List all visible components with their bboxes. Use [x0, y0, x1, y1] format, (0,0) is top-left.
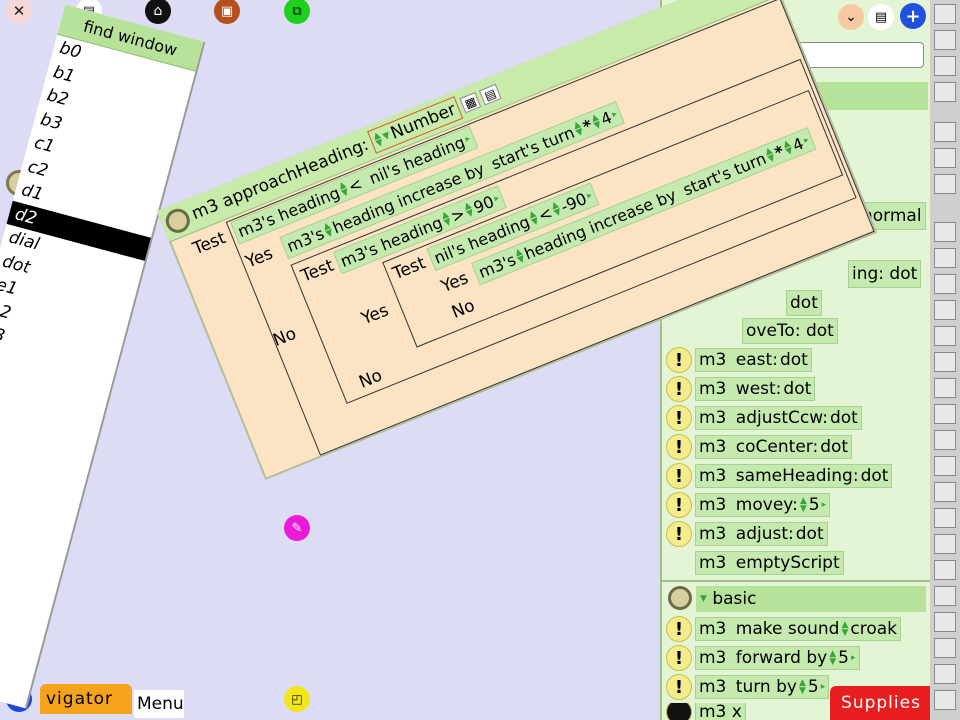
find-window[interactable]: find window b0 b1 b2 b3 c1 c2 d1 d2 dial… — [0, 4, 206, 709]
exclamation-icon[interactable]: ! — [666, 405, 692, 431]
command-row[interactable]: !m3 adjustCcw:dot — [662, 405, 862, 431]
script-edit-icon[interactable]: ▦ — [459, 91, 482, 113]
viewer-menu-icon[interactable]: ▤ — [868, 4, 894, 30]
command-row[interactable]: !m3 movey:▲▼5▸ — [662, 492, 831, 518]
command-row[interactable]: !m3 west:dot — [662, 376, 816, 402]
script-grab-icon[interactable] — [162, 204, 194, 236]
home-icon[interactable]: ⌂ — [145, 0, 171, 24]
exclamation-icon[interactable]: ! — [666, 376, 692, 402]
chevron-down-icon[interactable]: ⌄ — [838, 4, 864, 30]
resize-icon[interactable]: ◰ — [284, 686, 310, 712]
collapse-icon[interactable]: ▣ — [214, 0, 240, 24]
supplies-flap[interactable]: Supplies — [830, 686, 932, 720]
exclamation-icon[interactable] — [666, 703, 692, 720]
script-menu-icon[interactable]: ▤ — [479, 83, 502, 105]
command-row-partial[interactable]: m3 x — [662, 703, 746, 720]
viewer-divider — [662, 580, 930, 582]
command-row[interactable]: !m3 make sound▲▼croak — [662, 616, 902, 642]
obscured-tile[interactable]: dot — [786, 290, 822, 316]
exclamation-icon[interactable]: ! — [666, 645, 692, 671]
exclamation-icon[interactable]: ! — [666, 347, 692, 373]
duplicate-icon[interactable]: ⧉ — [284, 0, 310, 24]
chevron-down-icon: ▼ — [700, 594, 707, 604]
command-row[interactable]: !m3 sameHeading:dot — [662, 463, 893, 489]
category-selector[interactable]: ▼ basic — [696, 586, 926, 612]
command-row[interactable]: !m3 adjust:dot — [662, 521, 828, 547]
stepper-arrows-icon[interactable]: ▲▼ — [841, 620, 849, 638]
stepper-arrows-icon[interactable]: ▲▼ — [798, 678, 806, 696]
exclamation-icon[interactable]: ! — [666, 463, 692, 489]
navigator-flap[interactable]: vigator — [40, 684, 132, 714]
command-row[interactable]: !m3 coCenter:dot — [662, 434, 853, 460]
exclamation-icon[interactable]: ! — [666, 492, 692, 518]
exclamation-icon[interactable]: ! — [666, 616, 692, 642]
category-grab-icon[interactable] — [668, 586, 692, 610]
close-icon[interactable]: ✕ — [6, 0, 32, 24]
menu-flap[interactable]: Menu — [134, 690, 184, 718]
color-picker-icon[interactable]: ✎ — [284, 515, 310, 541]
exclamation-icon[interactable]: ! — [666, 674, 692, 700]
right-scrollbar[interactable] — [930, 0, 960, 720]
command-row[interactable]: !m3 forward by▲▼5▸ — [662, 645, 860, 671]
command-row[interactable]: !m3 east:dot — [662, 347, 812, 373]
command-row[interactable]: !m3 turn by▲▼5▸ — [662, 674, 830, 700]
command-row[interactable]: m3 emptyScript — [695, 550, 844, 576]
stepper-arrows-icon[interactable]: ▲▼ — [799, 496, 807, 514]
add-icon[interactable]: + — [900, 3, 926, 29]
exclamation-icon[interactable]: ! — [666, 434, 692, 460]
obscured-tile[interactable]: ing: dot — [848, 260, 922, 288]
stepper-arrows-icon[interactable]: ▲▼ — [829, 649, 837, 667]
exclamation-icon[interactable]: ! — [666, 521, 692, 547]
obscured-tile[interactable]: oveTo: dot — [742, 318, 838, 344]
